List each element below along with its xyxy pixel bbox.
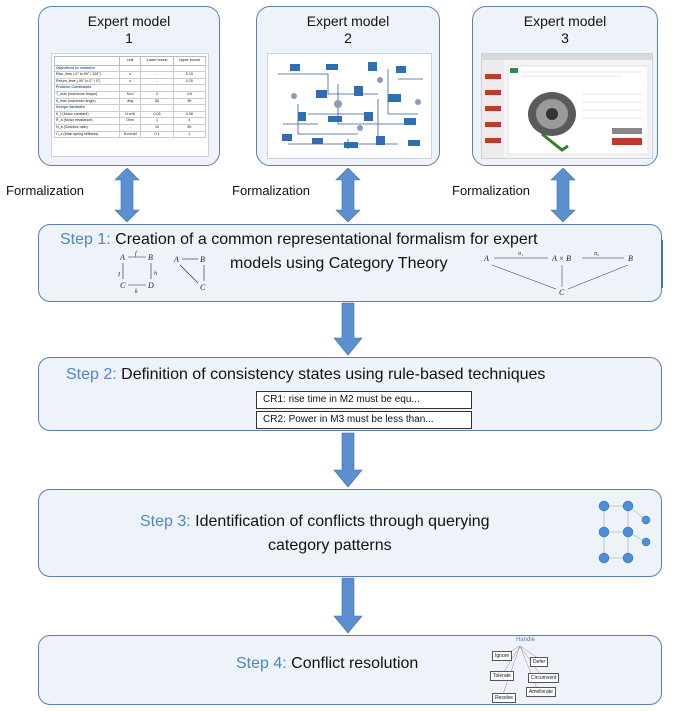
table-header-cell: Upper bound: [172, 56, 207, 66]
step-4-line: Step 4: Conflict resolution: [236, 655, 418, 673]
simulation-model-thumbnail: [267, 53, 432, 159]
consistency-rule-1: CR1: rise time in M2 must be equ...: [256, 391, 472, 409]
table-header-cell: Unit: [118, 56, 142, 66]
formalization-label-3: Formalization: [452, 183, 531, 198]
consistency-rule-2: CR2: Power in M3 must be less than...: [256, 411, 472, 429]
commutative-square-diagram: A B C D f k g h A B C: [118, 250, 206, 294]
step-3-text-line2: category patterns: [268, 537, 392, 554]
step-4-label: Step 4:: [236, 655, 287, 672]
step-1-text-line2: models using Category Theory: [230, 255, 448, 272]
graph-node: [598, 526, 610, 538]
step-2-text: Definition of consistency states using r…: [121, 366, 546, 383]
table-row: Return_time (-90° to 0° / 0°)s-0.20: [54, 77, 207, 86]
step3-to-step4-arrow: [333, 577, 363, 634]
rule-2-text: Power in M3 must be less than...: [288, 414, 434, 425]
step-4-box: [38, 635, 662, 705]
node-a: A: [119, 253, 125, 262]
expert-number: 2: [344, 30, 352, 46]
node-b3: B: [628, 254, 633, 263]
formalization-arrow-1: [114, 167, 140, 223]
handle-item-circumvent: Circumvent: [528, 673, 560, 683]
motor-configurator-image: [482, 54, 652, 158]
node-c2: C: [200, 283, 206, 292]
arrow-label-pi2: π₂: [594, 251, 599, 257]
handle-title: Handle: [516, 637, 536, 643]
expert-model-2-panel: Expert model 2: [256, 6, 440, 166]
graph-node: [641, 537, 651, 547]
rule-1-id: CR1:: [263, 394, 286, 405]
node-c3: C: [559, 288, 565, 297]
step-1-line1: Step 1: Creation of a common representat…: [60, 231, 538, 249]
expert-number: 3: [561, 30, 569, 46]
step-3-text-line1: Identification of conflicts through quer…: [195, 513, 490, 530]
node-c: C: [120, 281, 126, 290]
node-axb: A × B: [551, 254, 571, 263]
step-1-box: [38, 224, 662, 302]
expert-model-2-title: Expert model 2: [257, 13, 439, 47]
formalization-arrow-2: [335, 167, 361, 223]
arrow-label-k: k: [135, 289, 138, 294]
step-1-text-line1: Creation of a common representational fo…: [115, 231, 538, 248]
graph-node: [622, 526, 634, 538]
formalization-label-2: Formalization: [232, 183, 311, 198]
handle-item-defer: Defer: [530, 657, 549, 667]
formalization-arrow-3: [550, 167, 576, 223]
handle-item-ignore: Ignore: [492, 651, 513, 661]
arrow-label-f: f: [135, 250, 138, 257]
expert-model-1-title: Expert model 1: [39, 13, 219, 47]
step2-to-step3-arrow: [333, 432, 363, 488]
expert-number: 1: [125, 30, 133, 46]
expert-title-text: Expert model: [306, 13, 390, 29]
category-pattern-graph: [598, 500, 651, 564]
product-diagram: A A × B B C π₁ π₂: [483, 251, 633, 297]
graph-node: [641, 515, 651, 525]
step-4-text: Conflict resolution: [291, 655, 419, 672]
step-1-right-accent: [661, 240, 663, 288]
formalization-label-1: Formalization: [6, 183, 85, 198]
expert-title-text: Expert model: [523, 13, 607, 29]
cad-configurator-thumbnail: [481, 53, 653, 159]
expert-model-3-panel: Expert model 3: [472, 6, 658, 166]
handle-item-resolve: Resolve: [492, 693, 517, 703]
table-cell: 1: [172, 130, 207, 139]
arrow-label-g: g: [118, 271, 120, 277]
graph-node: [598, 552, 610, 564]
node-a3: A: [483, 254, 489, 263]
handle-item-ameliorate: Ameliorate: [526, 687, 556, 697]
block-diagram-image: [278, 62, 423, 149]
step-3-line1: Step 3: Identification of conflicts thro…: [140, 513, 490, 531]
arrow-label-pi1: π₁: [518, 251, 523, 257]
handle-diagram: Handle Ignore Defer Tolerate Circumvent …: [484, 637, 574, 703]
node-d: D: [147, 281, 154, 290]
node-b: B: [148, 253, 153, 262]
step1-to-step2-arrow: [333, 302, 363, 356]
graph-node: [622, 552, 634, 564]
step-3-box: [38, 489, 662, 577]
step-2-line: Step 2: Definition of consistency states…: [66, 366, 545, 384]
arrow-label-h: h: [154, 271, 157, 277]
rule-2-id: CR2:: [263, 414, 286, 425]
expert-model-3-title: Expert model 3: [473, 13, 657, 47]
expert-title-text: Expert model: [87, 13, 171, 29]
step-1-label: Step 1:: [60, 231, 111, 248]
rule-1-text: rise time in M2 must be equ...: [288, 394, 420, 405]
graph-node: [622, 500, 634, 512]
table-cell: N.m/rad: [118, 130, 142, 139]
step-3-label: Step 3:: [140, 513, 191, 530]
graph-node: [598, 500, 610, 512]
handle-item-tolerate: Tolerate: [490, 671, 514, 681]
node-b2: B: [200, 255, 205, 264]
node-a2: A: [173, 255, 179, 264]
step-2-label: Step 2:: [66, 366, 117, 383]
